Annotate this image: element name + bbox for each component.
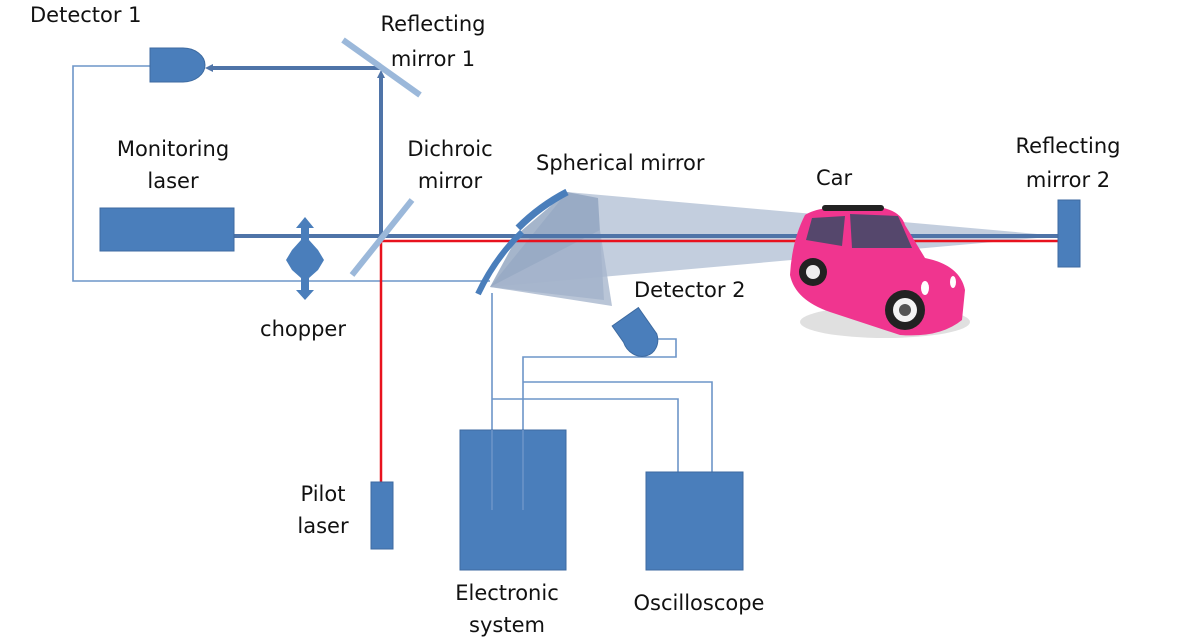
monitoring-laser-label: laser [147,169,199,193]
oscilloscope [645,471,744,571]
pilot-laser-label: laser [297,514,349,538]
detector2-light-cone [490,230,612,306]
osc-wire-1 [523,381,713,472]
dichroic-mirror-label: Dichroic [407,137,492,161]
spherical-mirror-label: Spherical mirror [536,151,705,175]
reflecting-mirror2-label: mirror 2 [1026,168,1110,192]
arrowhead [205,64,213,72]
pilot-laser [370,481,394,550]
dichroic-mirror [349,198,415,277]
reflecting-mirror1-label: Reflecting [381,12,486,36]
monitoring-laser-label: Monitoring [117,137,229,161]
electronic-system-label: system [469,613,545,637]
car-label: Car [816,166,853,190]
osc-wire-2 [492,398,679,472]
detector-2 [611,306,659,357]
arrowhead [377,70,385,78]
chopper-label: chopper [260,317,346,341]
pilot-laser-label: Pilot [301,482,346,506]
car [790,205,970,338]
chopper [286,217,324,300]
oscilloscope-label: Oscilloscope [634,591,765,615]
wiring [72,65,713,510]
electronic-system [459,429,567,571]
spherical-mirror-upper [515,188,569,231]
detector2-label: Detector 2 [634,278,746,302]
reflecting-mirror1-label: mirror 1 [391,47,475,71]
monitoring-laser [99,207,235,252]
return-light-cone [490,192,1060,287]
detector-1 [149,47,206,83]
reflecting-mirror-1 [341,37,422,98]
electronic-system-label: Electronic [455,581,559,605]
detector1-wire [72,65,490,282]
reflecting-mirror-2 [1057,199,1081,268]
spherical-mirror-lower [475,229,525,296]
detector1-label: Detector 1 [30,3,142,27]
dichroic-mirror-label: mirror [418,169,483,193]
detector2-wire [522,338,677,510]
reflecting-mirror2-label: Reflecting [1016,134,1121,158]
